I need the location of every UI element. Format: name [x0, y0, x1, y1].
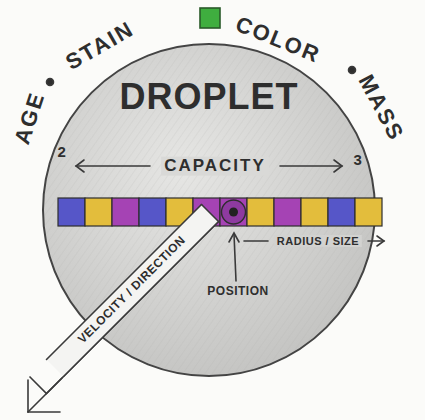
velocity-arrow: [28, 205, 219, 413]
capacity-value: 3: [354, 152, 363, 169]
content-cell: [355, 198, 382, 226]
separator-dot: [47, 79, 54, 86]
callout-label: POSITION: [207, 285, 268, 298]
content-cell: [274, 198, 301, 226]
color-swatch: [200, 8, 220, 28]
content-cell: [112, 198, 139, 226]
position-arrow: [229, 233, 239, 281]
content-cell: [301, 198, 328, 226]
content-row: [58, 198, 382, 226]
content-cell: [85, 198, 112, 226]
property-label: AGE: [10, 89, 50, 148]
content-cell: [247, 198, 274, 226]
dimension-label: RADIUS / SIZE: [274, 235, 362, 247]
node-title: DROPLET: [119, 76, 298, 118]
content-cell: [220, 198, 247, 226]
content-cell: [328, 198, 355, 226]
separator-dot: [349, 67, 356, 74]
position-marker: [222, 200, 246, 224]
content-cell: [139, 198, 166, 226]
dimension-label: CAPACITY: [161, 157, 269, 176]
content-cell: [58, 198, 85, 226]
position-dot: [229, 208, 238, 217]
capacity-value: 2: [58, 144, 67, 161]
property-label: MASS: [354, 71, 409, 146]
